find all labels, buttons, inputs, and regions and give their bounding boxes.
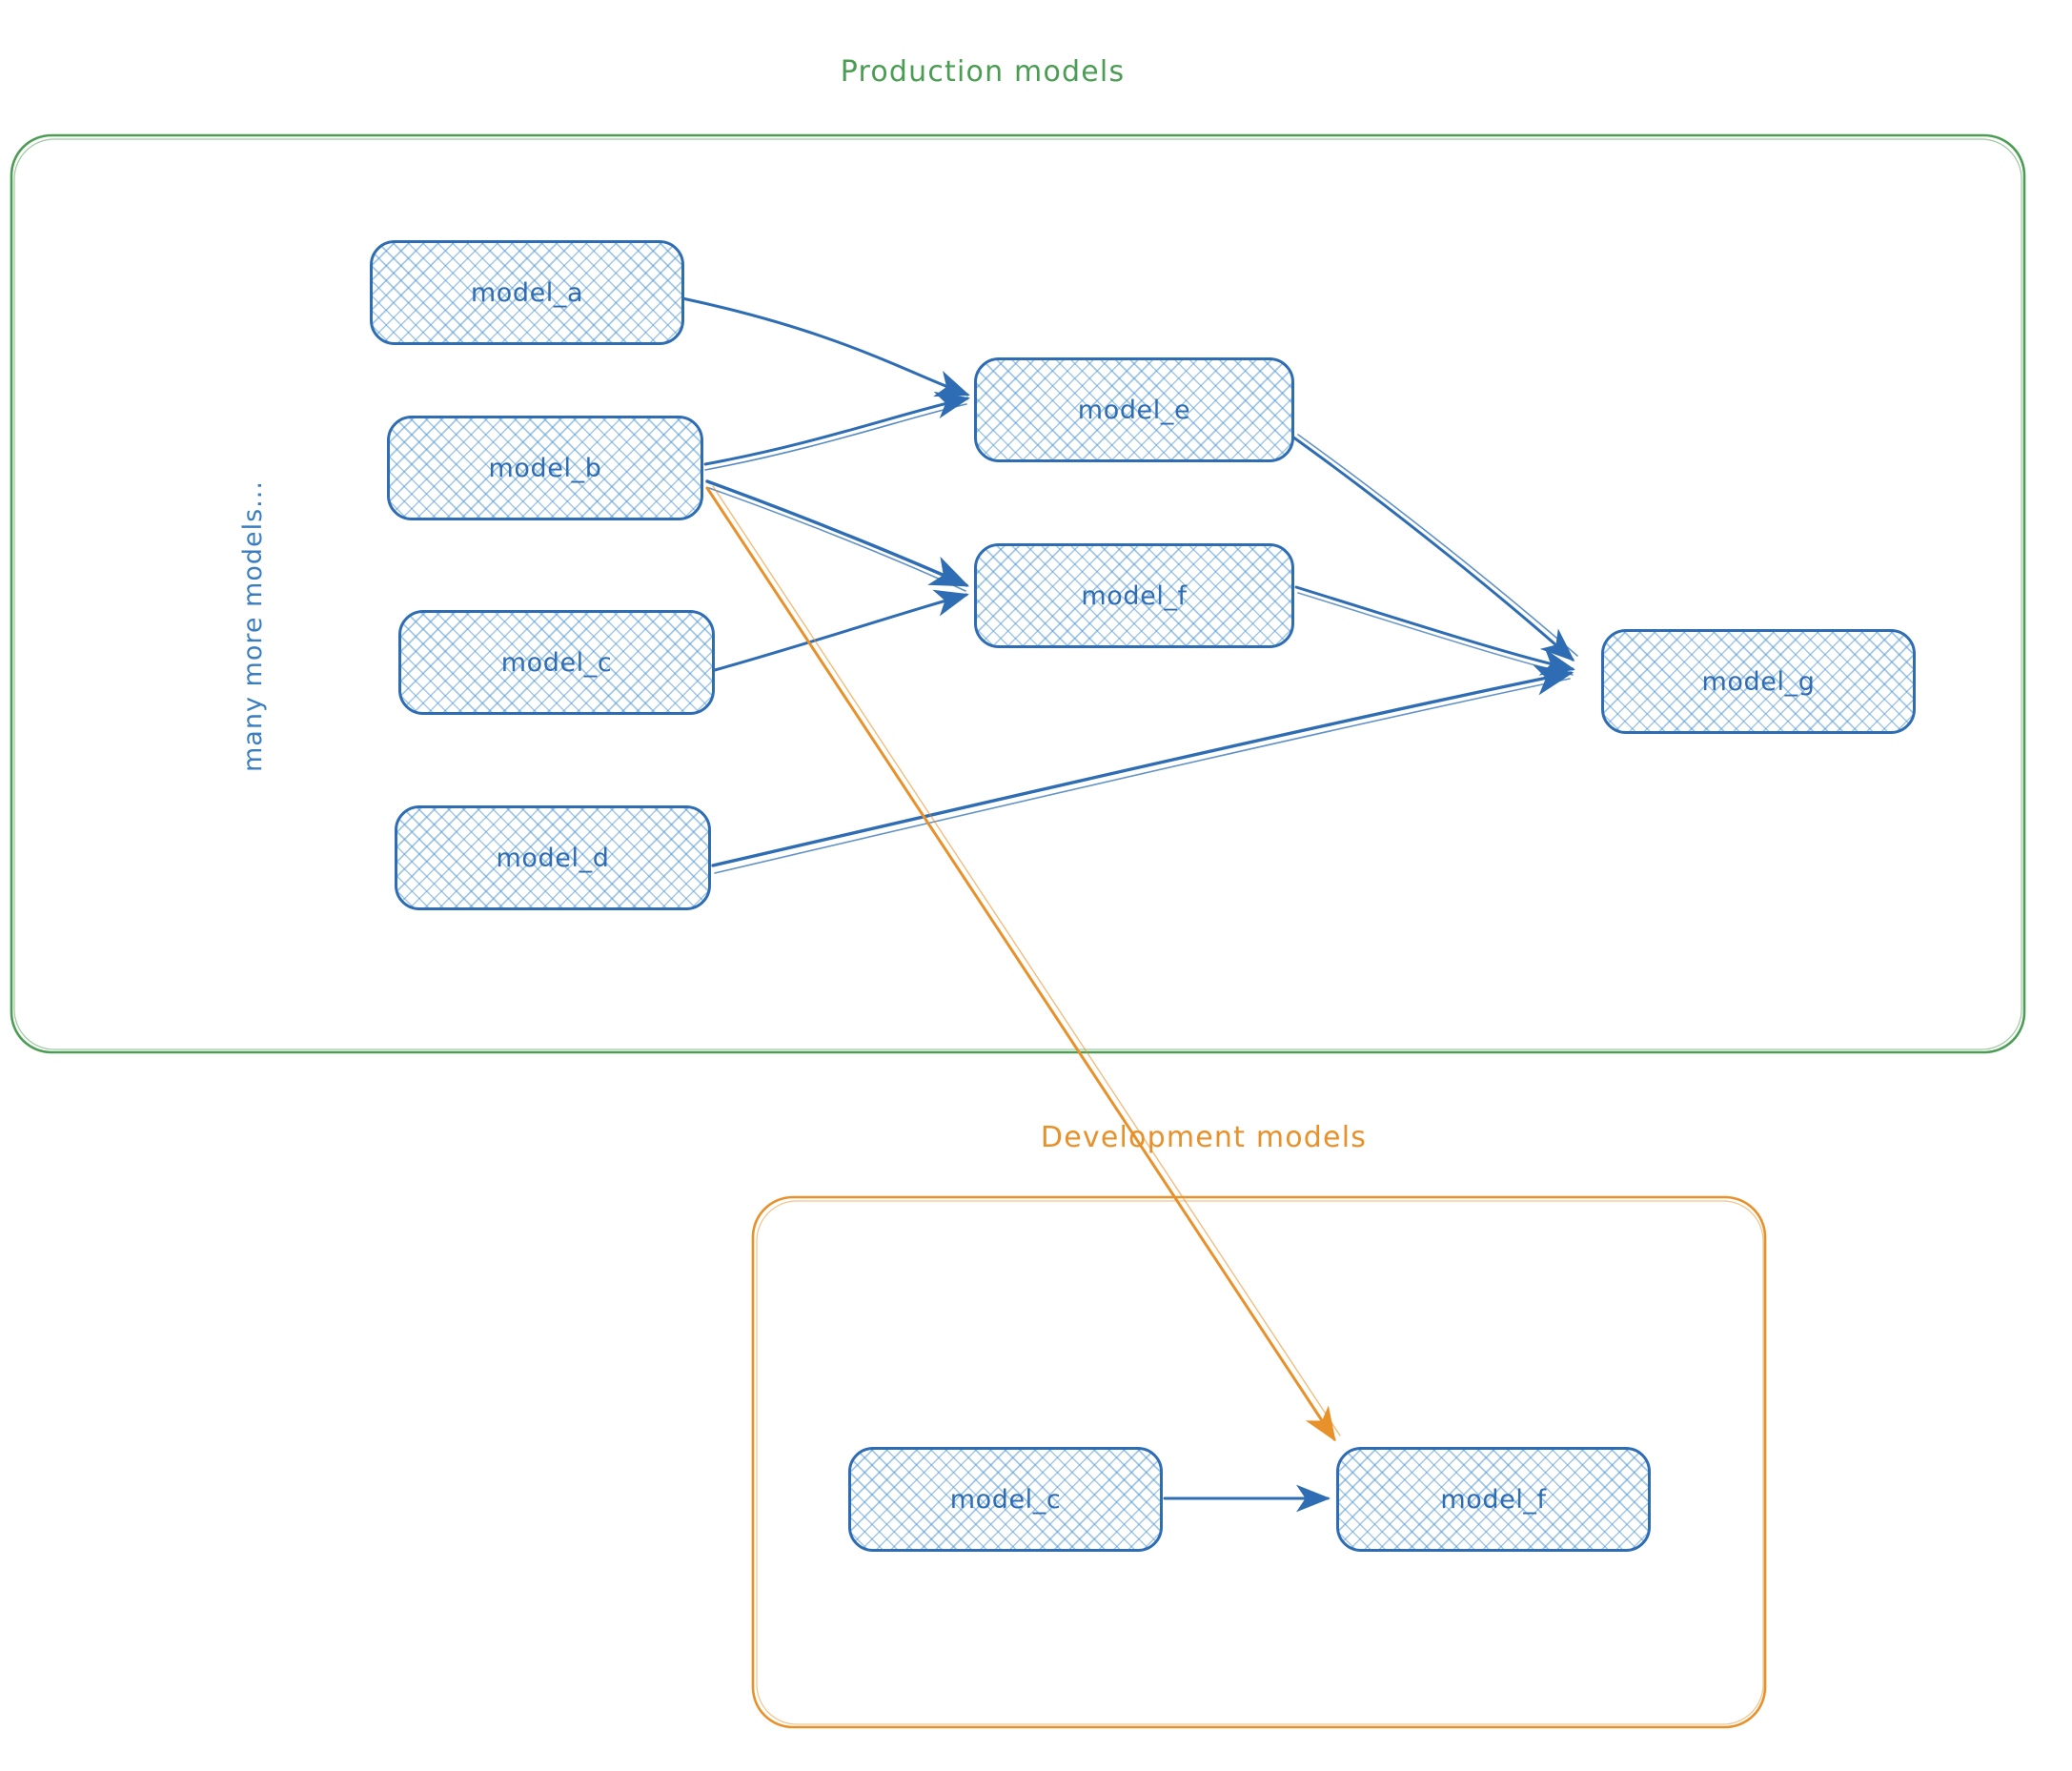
edge-model_e-to-model_g (1290, 434, 1578, 662)
development-group-title: Development models (1040, 1121, 1368, 1154)
node-model_f-label: model_f (1081, 580, 1188, 611)
edge-model_b-to-model_f (705, 479, 970, 592)
node-model_a-label: model_a (470, 277, 584, 308)
node-dev_model_f-label: model_f (1440, 1484, 1547, 1515)
many-more-models-note: many more models... (238, 480, 268, 772)
node-model_g-label: model_g (1701, 666, 1816, 697)
node-model_c[interactable]: model_c (398, 610, 715, 715)
node-dev_model_c[interactable]: model_c (848, 1447, 1163, 1552)
production-container (10, 133, 2026, 1054)
edge-model_d-to-model_g (711, 664, 1574, 874)
edge-model_f-to-model_g (1294, 585, 1575, 676)
edge-model_a-to-model_e (681, 296, 970, 397)
edge-model_c-to-model_f (713, 589, 969, 672)
node-model_e[interactable]: model_e (974, 357, 1294, 462)
edge-model_b-to-dev_model_f (705, 485, 1341, 1442)
node-model_e-label: model_e (1077, 395, 1191, 425)
node-model_f[interactable]: model_f (974, 543, 1294, 648)
edge-model_b-to-model_e (703, 391, 970, 471)
production-group-title: Production models (840, 55, 1126, 89)
node-dev_model_c-label: model_c (949, 1484, 1062, 1515)
node-model_b[interactable]: model_b (387, 416, 703, 520)
node-model_b-label: model_b (488, 453, 602, 483)
node-model_a[interactable]: model_a (370, 240, 684, 345)
development-container (751, 1195, 1767, 1729)
node-model_g[interactable]: model_g (1601, 629, 1916, 734)
node-model_d-label: model_d (496, 843, 610, 873)
node-dev_model_f[interactable]: model_f (1336, 1447, 1651, 1552)
node-model_c-label: model_c (500, 647, 613, 678)
node-model_d[interactable]: model_d (395, 805, 711, 910)
